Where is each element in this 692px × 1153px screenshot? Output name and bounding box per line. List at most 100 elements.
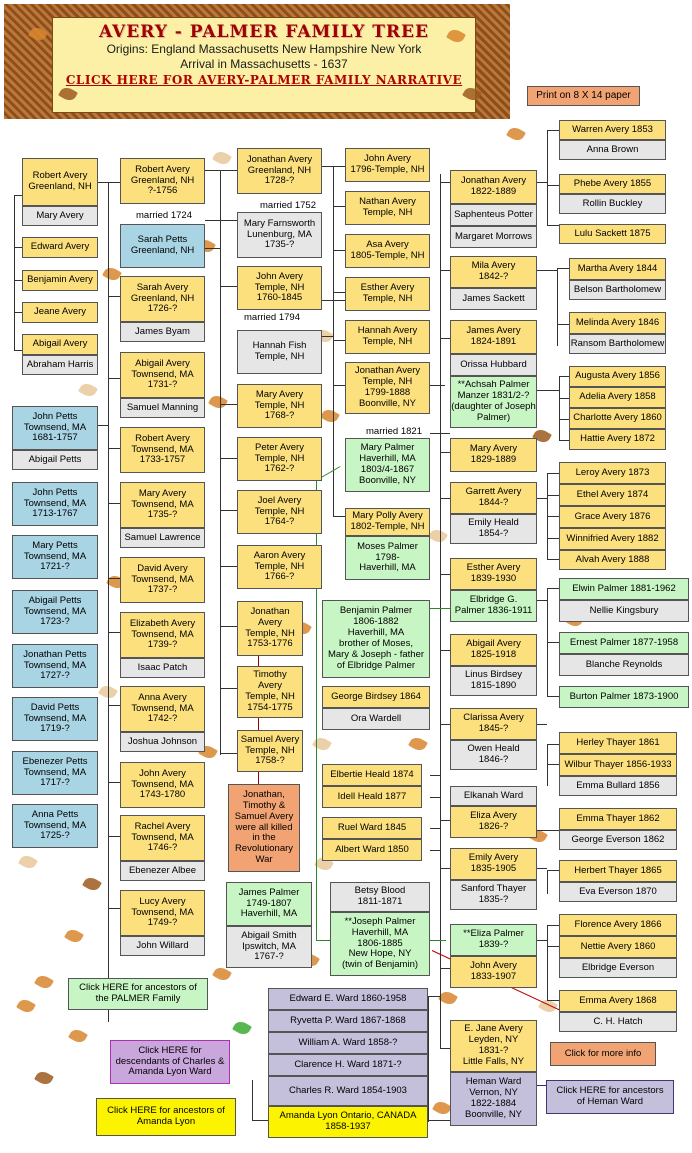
more-info-link[interactable]: Click for more info [550, 1042, 656, 1066]
person-box: Melinda Avery 1846 [569, 312, 666, 334]
marriage-label: married 1752 [258, 200, 318, 211]
person-box: Robert Avery Greenland, NH ?-1756 [120, 158, 205, 204]
person-box: Nettie Avery 1860 [559, 936, 677, 958]
marriage-label: married 1821 [364, 426, 424, 437]
leaf-icon [64, 926, 84, 946]
person-box: Aaron Avery Temple, NH 1766-? [237, 545, 322, 589]
amanda-ancestors-link[interactable]: Click HERE for ancestors of Amanda Lyon [96, 1098, 236, 1136]
person-box: Elbertie Heald 1874 [322, 764, 422, 786]
spouse-box: Abraham Harris [22, 355, 98, 375]
palmer-box: **Eliza Palmer 1839-? [450, 924, 537, 956]
spouse-box: Sanford Thayer 1835-? [450, 880, 537, 910]
leaf-icon [408, 734, 428, 754]
person-box: Hattie Avery 1872 [569, 429, 666, 450]
person-box: John Avery Townsend, MA 1743-1780 [120, 762, 205, 808]
spouse-box: Mary Avery [22, 206, 98, 226]
palmer-box: Mary Palmer Haverhill, MA 1803/4-1867 Bo… [345, 438, 430, 492]
person-box: David Avery Townsend, MA 1737-? [120, 557, 205, 603]
spouse-box: Emma Bullard 1856 [559, 776, 677, 796]
person-box: Augusta Avery 1856 [569, 366, 666, 387]
spouse-box: Ebenezer Albee [120, 861, 205, 881]
person-box: Nathan Avery Temple, NH [345, 191, 430, 225]
leaf-icon [34, 972, 54, 992]
palmer-ancestors-link[interactable]: Click HERE for ancestors of the PALMER F… [68, 978, 208, 1010]
person-box: Abigail Avery 1825-1918 [450, 634, 537, 666]
person-box: Florence Avery 1866 [559, 914, 677, 936]
leaf-icon [432, 1098, 452, 1118]
spouse-box: Joshua Johnson [120, 732, 205, 752]
person-box: Jeane Avery [22, 302, 98, 323]
person-box: Alvah Avery 1888 [559, 550, 666, 570]
person-box: Mary Avery 1829-1889 [450, 438, 537, 472]
person-box: Ethel Avery 1874 [559, 484, 666, 506]
person-box: Lucy Avery Townsend, MA 1749-? [120, 890, 205, 936]
spouse-box: Ransom Bartholomew [569, 334, 666, 354]
spouse-box: Abigail Petts [12, 450, 98, 470]
person-box: Anna Avery Townsend, MA 1742-? [120, 686, 205, 732]
petts-box: Mary Petts Townsend, MA 1721-? [12, 535, 98, 579]
person-box: Garrett Avery 1844-? [450, 482, 537, 514]
spouse-box: Mary Farnsworth Lunenburg, MA 1735-? [237, 212, 322, 258]
print-note: Print on 8 X 14 paper [527, 86, 640, 106]
person-box: Jonathan Avery Temple, NH 1799-1888 Boon… [345, 362, 430, 414]
narrative-link[interactable]: CLICK HERE FOR AVERY-PALMER FAMILY NARRA… [65, 73, 463, 87]
person-box: John Avery 1833-1907 [450, 956, 537, 988]
ward-box: Edward E. Ward 1860-1958 [268, 988, 428, 1010]
amanda-box: Amanda Lyon Ontario, CANADA 1858-1937 [268, 1106, 428, 1138]
leaf-icon [212, 148, 232, 168]
leaf-icon [82, 874, 102, 894]
person-box: E. Jane Avery Leyden, NY 1831-? Little F… [450, 1020, 537, 1072]
leaf-icon [320, 406, 340, 426]
person-box: Joel Avery Temple, NH 1764-? [237, 490, 322, 534]
spouse-box: Margaret Morrows [450, 226, 537, 248]
person-box: Esther Avery Temple, NH [345, 277, 430, 311]
leaf-icon [34, 1068, 54, 1088]
spouse-box: Anna Brown [559, 140, 666, 160]
spouse-box: Saphenteus Potter [450, 204, 537, 226]
spouse-box: Eva Everson 1870 [559, 882, 677, 902]
heman-ancestors-link[interactable]: Click HERE for ancestors of Heman Ward [546, 1080, 674, 1114]
person-box: Esther Avery 1839-1930 [450, 558, 537, 590]
person-box: Hannah Avery Temple, NH [345, 320, 430, 354]
spouse-box: Owen Heald 1846-? [450, 740, 537, 770]
war-note: Jonathan, Timothy & Samuel Avery were al… [228, 784, 300, 872]
person-box: Albert Ward 1850 [322, 839, 422, 861]
palmer-box: Benjamin Palmer 1806-1882 Haverhill, MA … [322, 600, 430, 678]
spouse-box: Elkanah Ward [450, 786, 537, 806]
spouse-box: Samuel Manning [120, 398, 205, 418]
descendants-link[interactable]: Click HERE for descendants of Charles & … [110, 1040, 230, 1084]
petts-box: Ebenezer Petts Townsend, MA 1717-? [12, 751, 98, 795]
person-box: Charlotte Avery 1860 [569, 408, 666, 429]
person-box: Mary Avery Townsend, MA 1735-? [120, 482, 205, 528]
leaf-icon [208, 392, 228, 412]
palmer-box: **Joseph Palmer Haverhill, MA 1806-1885 … [330, 912, 430, 976]
petts-box: Jonathan Petts Townsend, MA 1727-? [12, 644, 98, 688]
spouse-box: Ora Wardell [322, 708, 430, 730]
person-box: Timothy Avery Temple, NH 1754-1775 [237, 666, 303, 718]
spouse-box: John Willard [120, 936, 205, 956]
person-box: Jonathan Avery Temple, NH 1753-1776 [237, 601, 303, 656]
leaf-icon [18, 852, 38, 872]
person-box: Jonathan Avery 1822-1889 [450, 170, 537, 204]
spouse-box: Hannah Fish Temple, NH [237, 330, 322, 374]
person-box: Grace Avery 1876 [559, 506, 666, 528]
person-box: Jonathan Avery Greenland, NH 1728-? [237, 148, 322, 194]
person-box: Phebe Avery 1855 [559, 174, 666, 194]
petts-box: John Petts Townsend, MA 1681-1757 [12, 406, 98, 450]
spouse-box: Rollin Buckley [559, 194, 666, 214]
leaf-icon [438, 988, 458, 1008]
spouse-box: James Sackett [450, 288, 537, 310]
person-box: Abigail Avery Townsend, MA 1731-? [120, 352, 205, 398]
person-box: Leroy Avery 1873 [559, 462, 666, 484]
person-box: Rachel Avery Townsend, MA 1746-? [120, 815, 205, 861]
person-box: Martha Avery 1844 [569, 258, 666, 280]
palmer-box: Moses Palmer 1798- Haverhill, MA [345, 536, 430, 580]
person-box: Ruel Ward 1845 [322, 817, 422, 839]
ward-box: William A. Ward 1858-? [268, 1032, 428, 1054]
spouse-box: Belson Bartholomew [569, 280, 666, 300]
person-box: Abigail Avery [22, 334, 98, 355]
spouse-box: James Byam [120, 322, 205, 342]
person-box: Mary Polly Avery 1802-Temple, NH [345, 508, 430, 536]
person-box: Peter Avery Temple, NH 1762-? [237, 437, 322, 481]
header-panel: AVERY - PALMER FAMILY TREE Origins: Engl… [52, 17, 476, 113]
